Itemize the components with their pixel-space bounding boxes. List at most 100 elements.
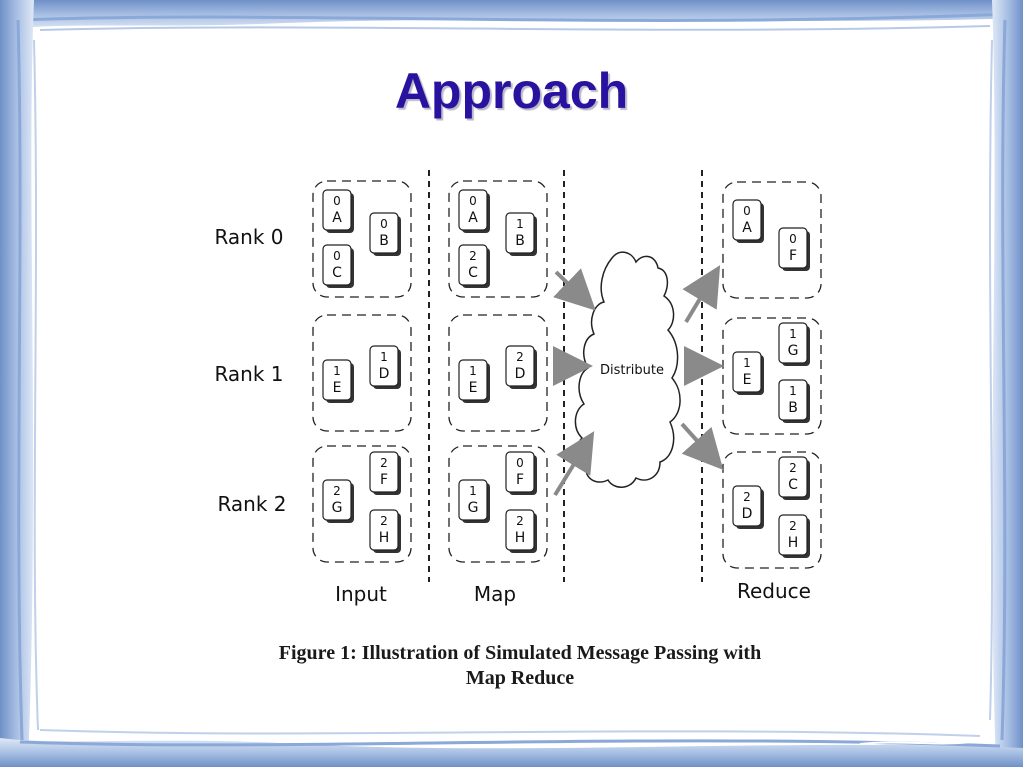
reduce-group-rank-0 [722,181,822,299]
message-chip-body [732,351,762,393]
stage-label-map: Map [474,582,516,606]
reduce-group-rank-2 [722,451,822,569]
message-chip-rank: 2 [380,514,388,528]
message-chip-key: F [789,248,797,264]
message-chip-body [322,359,352,401]
message-chip-rank: 0 [333,249,341,263]
message-chip-rank: 1 [333,364,341,378]
message-chip: 2C [458,244,490,288]
figure-caption: Figure 1: Illustration of Simulated Mess… [200,641,840,691]
message-chip-key: F [380,472,388,488]
message-chip: 2H [369,509,401,553]
message-chip: 2H [778,514,810,558]
map-group-rank-0 [448,180,548,298]
message-chip: 2H [505,509,537,553]
message-chip: 1E [458,359,490,403]
message-chip: 0B [369,212,401,256]
map-group-rank-2 [448,445,548,563]
message-chip-rank: 2 [380,456,388,470]
distribute-label: Distribute [600,363,664,378]
message-chip-body [369,509,399,551]
message-chip-rank: 0 [789,232,797,246]
message-chip-rank: 0 [743,204,751,218]
message-chip-key: F [516,472,524,488]
message-chip-body [369,345,399,387]
message-chip-key: E [333,380,342,396]
message-chip-rank: 0 [380,217,388,231]
message-chip-key: D [742,506,753,522]
message-chip-rank: 2 [333,484,341,498]
message-chip-key: H [515,530,526,546]
message-chip-body [322,189,352,231]
message-chip-key: E [743,372,752,388]
message-chip: 0F [778,227,810,271]
message-chip-key: D [515,366,526,382]
message-chip-rank: 1 [789,327,797,341]
message-chip: 1D [369,345,401,389]
arrow-map-rank0-to-cloud [553,268,596,311]
message-chip-body [458,479,488,521]
message-chip-body [458,244,488,286]
message-chip-rank: 2 [743,490,751,504]
message-chip: 0A [732,199,764,243]
message-chip-body [322,244,352,286]
message-chip-body [458,359,488,401]
message-chip-key: G [332,500,343,516]
message-chip-key: A [332,210,342,226]
row-label-rank-2: Rank 2 [217,492,286,516]
message-chip-rank: 2 [789,519,797,533]
message-chip-key: E [469,380,478,396]
message-chip-body [369,451,399,493]
message-chip-rank: 1 [516,217,524,231]
arrow-map-rank2-to-cloud [553,431,595,497]
message-chip-body [732,485,762,527]
message-chip-rank: 2 [516,514,524,528]
input-group-rank-1 [312,314,412,432]
message-chip-rank: 1 [469,484,477,498]
message-chip-body [778,227,808,269]
message-chip-body [505,212,535,254]
slide-title: Approach [394,63,629,119]
message-chip-key: A [468,210,478,226]
message-chip-body [732,199,762,241]
message-chip: 0A [322,189,354,233]
message-chip: 1B [778,379,810,423]
message-chip-body [458,189,488,231]
message-chip-rank: 0 [333,194,341,208]
input-group-rank-2 [312,445,412,563]
message-chip: 1G [778,322,810,366]
message-chip: 1E [322,359,354,403]
message-chip: 1G [458,479,490,523]
message-chip: 0C [322,244,354,288]
row-label-rank-0: Rank 0 [214,225,283,249]
message-chip: 2F [369,451,401,495]
message-chip-key: A [742,220,752,236]
message-chip-rank: 2 [516,350,524,364]
message-chip-key: B [515,233,525,249]
message-chip-body [778,456,808,498]
message-chip-key: B [788,400,798,416]
figure-caption-line-2: Map Reduce [465,667,575,689]
stage-label-input: Input [335,582,387,606]
message-chip: 1B [505,212,537,256]
message-chip: 2G [322,479,354,523]
message-chip-rank: 1 [469,364,477,378]
message-chip-body [505,345,535,387]
message-chip: 2D [732,485,764,529]
stage-label-reduce: Reduce [737,579,811,603]
message-chip-key: C [788,477,798,493]
message-chip-body [778,379,808,421]
message-chip-rank: 1 [789,384,797,398]
arrow-cloud-to-reduce-rank2 [680,422,724,470]
message-chip-key: C [468,265,478,281]
message-chip-body [322,479,352,521]
message-chip-body [505,509,535,551]
message-chip-key: D [379,366,390,382]
message-chip: 2D [505,345,537,389]
figure-caption-line-1: Figure 1: Illustration of Simulated Mess… [278,642,762,664]
message-chip-body [778,322,808,364]
row-label-rank-1: Rank 1 [214,362,283,386]
message-chip-rank: 0 [469,194,477,208]
